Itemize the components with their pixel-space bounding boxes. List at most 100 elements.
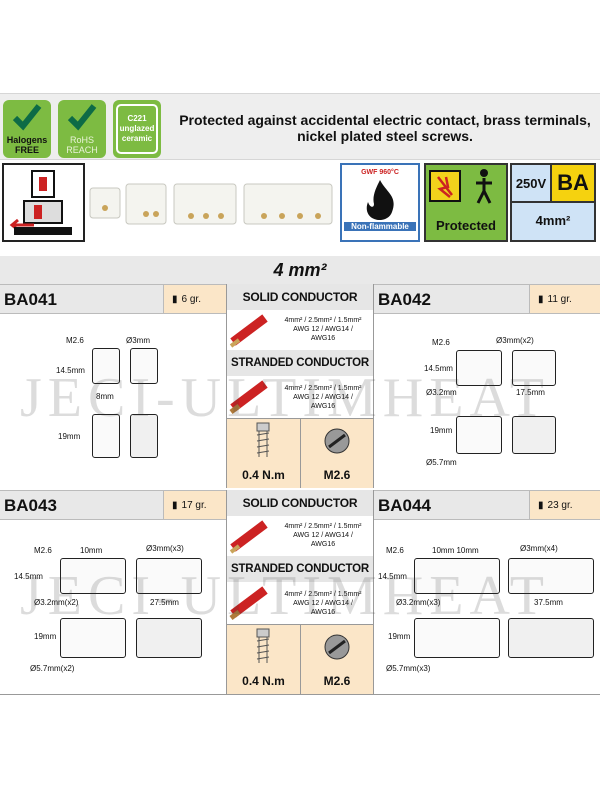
stranded-spec: 4mm² / 2.5mm² / 1.5mm² AWG 12 / AWG14 / … [227,582,373,624]
section-title: 4 mm² [0,256,600,284]
weight-icon: ▮ [538,293,544,305]
width-dim: 17.5mm [516,388,545,397]
bottom-rule [0,694,600,695]
spec-line-1: 4mm² / 2.5mm² / 1.5mm² [284,523,362,530]
depth-dim: 19mm [388,632,411,641]
weight-icon: ▮ [172,293,178,305]
block-top [414,558,500,594]
conductor-panel-upper: SOLID CONDUCTOR 4mm² / 2.5mm² / 1.5mm² A… [226,284,374,488]
watermark-upper: JECI-ULTIMHEAT [20,367,550,429]
torque-value: 0.4 N.m [242,468,285,482]
product-photos [86,166,336,248]
block-bottom [414,618,500,658]
product-header-ba042: BA042 ▮11 gr. [374,284,600,314]
solid-conductor-heading: SOLID CONDUCTOR [227,490,373,516]
shock-warning-icon [429,169,492,204]
solid-wire-icon [229,314,268,348]
holes-dim: Ø3.2mm(x3) [396,598,441,607]
hole-dim: Ø3mm(x3) [146,544,184,553]
height-dim: 14.5mm [56,366,85,375]
headline: Protected against accidental electric co… [179,112,591,144]
big-hole-dim: Ø5.7mm(x2) [30,664,75,673]
product-header-ba041: BA041 ▮6 gr. [0,284,226,314]
solid-wire-icon [229,520,268,554]
nonflammable-label: Non-flammable [344,222,416,231]
spec-line-2: AWG 12 / AWG14 / [293,532,353,539]
product-code: BA044 [378,496,431,515]
width-dim: 8mm [96,392,114,401]
weight-value: 17 gr. [181,499,207,511]
spec-line-2: AWG 12 / AWG14 / [293,600,353,607]
height-dim: 14.5mm [378,572,407,581]
rohs-label: RoHS REACH [66,135,98,155]
gwf-badge: GWF 960°C Non-flammable [340,163,420,242]
spec-line-2: AWG 12 / AWG14 / [293,326,353,333]
drawing-ba042: M2.6 Ø3mm(x2) 14.5mm Ø3.2mm 17.5mm 19mm … [374,316,600,488]
ceramic-label: C221 unglazed ceramic [116,104,158,154]
pitch-dim: 10mm [80,546,103,555]
solid-conductor-heading: SOLID CONDUCTOR [227,284,373,310]
flame-icon [366,180,394,220]
drawing-ba044: M2.6 10mm 10mm Ø3mm(x4) 14.5mm Ø3.2mm(x3… [374,522,600,694]
spec-line-3: AWG16 [310,609,336,616]
watermark-lower: JECI-ULTIMHEAT [20,565,550,627]
depth-dim: 19mm [58,432,81,441]
block-bottom [60,618,126,658]
hole-dim: Ø3mm [126,336,150,345]
weight-icon: ▮ [538,499,544,511]
block-side [130,348,158,384]
torque-value: 0.4 N.m [242,674,285,688]
label-face [508,618,594,658]
width-dim: 37.5mm [534,598,563,607]
height-dim: 14.5mm [424,364,453,373]
block-side [512,350,556,386]
weight-value: 23 gr. [547,499,573,511]
install-diagram [2,163,85,242]
block-top [92,348,120,384]
screw-icon [256,628,270,663]
label-face [130,414,158,458]
hole-dim: Ø3mm(x4) [520,544,558,553]
block-top [456,350,502,386]
spec-line-2: AWG 12 / AWG14 / [293,394,353,401]
spec-line-1: 4mm² / 2.5mm² / 1.5mm² [284,591,362,598]
product-header-ba043: BA043 ▮17 gr. [0,490,226,520]
drawing-ba043: M2.6 10mm Ø3mm(x3) 14.5mm Ø3.2mm(x2) 27.… [0,522,226,694]
block-side [136,558,202,594]
spec-line-3: AWG16 [310,403,336,410]
label-face [136,618,202,658]
product-code: BA041 [4,290,57,309]
screw-icon [256,422,270,457]
screw-dim: M2.6 [66,336,84,345]
depth-dim: 19mm [430,426,453,435]
weight-box: ▮23 gr. [529,491,600,519]
block-top [60,558,126,594]
solid-spec: 4mm² / 2.5mm² / 1.5mm² AWG 12 / AWG14 / … [227,516,373,556]
rohs-badge: RoHS REACH [58,100,106,158]
certification-band: Halogens FREE RoHS REACH C221 unglazed c… [0,93,600,160]
voltage-label: 250V [512,165,552,201]
depth-dim: 19mm [34,632,57,641]
spec-line-3: AWG16 [310,541,336,548]
product-header-ba044: BA044 ▮23 gr. [374,490,600,520]
spec-line-1: 4mm² / 2.5mm² / 1.5mm² [284,317,362,324]
spec-line-1: 4mm² / 2.5mm² / 1.5mm² [284,385,362,392]
protected-label: Protected [436,218,496,233]
halogen-label: Halogens FREE [6,135,48,155]
weight-icon: ▮ [172,499,178,511]
weight-box: ▮11 gr. [529,285,600,313]
product-code: BA043 [4,496,57,515]
weight-value: 11 gr. [547,293,572,305]
series-label: BA [552,165,594,201]
weight-box: ▮6 gr. [163,285,226,313]
holes-dim: Ø3.2mm(x2) [34,598,79,607]
ceramic-badge: C221 unglazed ceramic [113,100,161,158]
screw-dim: M2.6 [34,546,52,555]
stranded-conductor-heading: STRANDED CONDUCTOR [227,350,373,376]
hole-dim: Ø3mm(x2) [496,336,534,345]
stranded-wire-icon [229,586,268,620]
width-dim: 27.5mm [150,598,179,607]
torque-row: 0.4 N.m M2.6 [227,418,373,488]
block-bottom [92,414,120,458]
stranded-conductor-heading: STRANDED CONDUCTOR [227,556,373,582]
